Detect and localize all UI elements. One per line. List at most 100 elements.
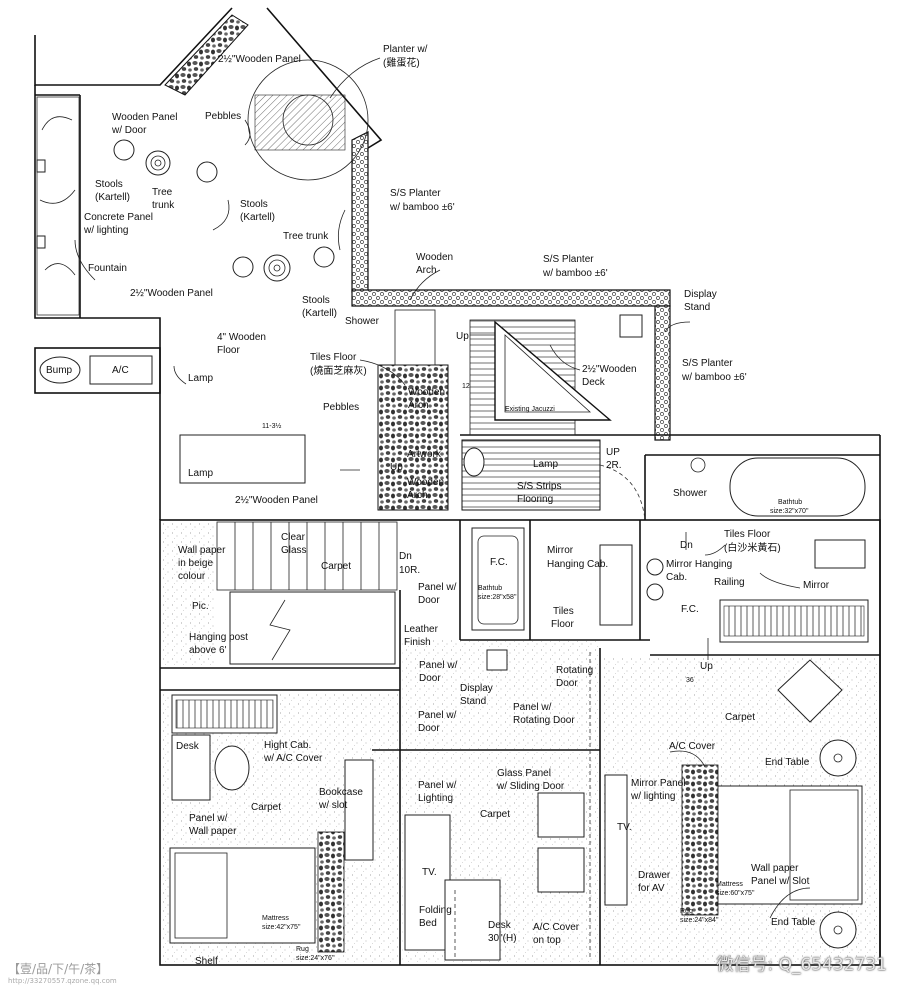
tv-unit-right	[604, 774, 628, 906]
label-up-2r: UP	[606, 447, 620, 458]
label-tiles-floor-right: Tiles Floor	[724, 529, 771, 540]
label-rug-right-2: size:24"x84"	[680, 917, 719, 924]
display-stand-top	[619, 314, 643, 338]
tree-trunk-1	[145, 150, 171, 176]
label-stools-2: Stools	[240, 199, 268, 210]
stool-4	[313, 246, 335, 268]
label-concrete-panel: Concrete Panel	[84, 212, 153, 223]
label-bathtub-left: Bathtub	[478, 585, 502, 592]
label-up-mid: Up	[390, 462, 403, 473]
label-wall-paper-3: colour	[178, 571, 206, 582]
label-dn-stairs: Dn	[399, 551, 412, 562]
label-planter-cn: (雞蛋花)	[383, 56, 420, 69]
label-wooden-panel-door-2: w/ Door	[111, 125, 147, 136]
label-ac: A/C	[112, 365, 129, 376]
label-stools-3b: (Kartell)	[302, 308, 337, 319]
label-mirror-hanging-2b: Cab.	[666, 572, 687, 583]
label-bookcase-2: w/ slot	[318, 800, 348, 811]
label-carpet-right: Carpet	[725, 712, 755, 723]
lamp-bench	[179, 434, 306, 484]
label-folding-bed: Folding	[419, 905, 452, 916]
label-wooden-arch-low: Wooden	[407, 477, 444, 488]
label-clear-glass-2: Glass	[281, 545, 307, 556]
label-ac-cover-2b: on top	[533, 935, 561, 946]
label-panel-door-2: Panel w/	[419, 660, 458, 671]
label-ss-planter-right: S/S Planter	[682, 358, 733, 369]
label-hight-cab: Hight Cab.	[264, 740, 311, 751]
label-wooden-deck-2: Deck	[582, 377, 606, 388]
label-rotating-door: Rotating	[556, 665, 593, 676]
label-wooden-panel-door: Wooden Panel	[112, 112, 177, 123]
label-railing: Railing	[714, 577, 745, 588]
label-tiles-small: Tiles	[553, 606, 574, 617]
label-rug-left: Rug	[296, 946, 309, 953]
label-artwork: Artwork	[407, 449, 442, 460]
label-tv-mid: TV.	[422, 867, 437, 878]
label-rug-left-2: size:24"x76"	[296, 955, 335, 962]
label-wood-floor-2: Floor	[217, 345, 240, 356]
label-tiles-small-2: Floor	[551, 619, 574, 630]
label-display-stand-top-2: Stand	[684, 302, 710, 313]
label-ss-planter-left-2: w/ bamboo ±6'	[389, 202, 455, 213]
label-panel-door-1: Panel w/	[418, 582, 457, 593]
label-panel-rot: Panel w/	[513, 702, 552, 713]
leader-arrows	[74, 57, 811, 919]
label-mattress-right: Mattress	[716, 881, 743, 888]
end-table-top	[819, 739, 857, 777]
label-tree-trunk-1: Tree	[152, 187, 173, 198]
label-concrete-panel-2: w/ lighting	[83, 225, 128, 236]
rug-right	[681, 764, 719, 916]
bump-fixture	[39, 356, 81, 384]
label-drawer-2: for AV	[638, 883, 665, 894]
label-mirror-right: Mirror	[803, 580, 830, 591]
label-leather: Leather	[404, 624, 439, 635]
ss-planter-right	[654, 305, 671, 441]
planter-circle	[247, 59, 369, 181]
wooden-panel-top	[164, 14, 249, 96]
label-ss-planter-left: S/S Planter	[390, 188, 441, 199]
label-stools-3: Stools	[302, 295, 330, 306]
stool-1	[113, 139, 135, 161]
chair-1	[537, 792, 585, 838]
label-hanging-post: Hanging post	[189, 632, 248, 643]
label-wood-floor: 4" Wooden	[217, 332, 266, 343]
label-stools-1b: (Kartell)	[95, 192, 130, 203]
label-desk-left: Desk	[176, 741, 200, 752]
dimension-1: 11-3½	[262, 422, 281, 430]
label-panel-light: Panel w/	[418, 780, 457, 791]
label-stools-2b: (Kartell)	[240, 212, 275, 223]
label-fc-right: F.C.	[681, 604, 699, 615]
label-panel-door-2b: Door	[419, 673, 441, 684]
mirror-cab-left	[599, 544, 633, 626]
tree-trunk-2	[263, 254, 291, 282]
label-wall-paper-right-2: Panel w/ Slot	[751, 876, 810, 887]
armchair	[777, 659, 843, 723]
label-wooden-arch-top: Wooden	[416, 252, 453, 263]
label-panel-door-3b: Door	[418, 723, 440, 734]
label-carpet-stairs: Carpet	[321, 561, 351, 572]
label-glass-panel-2: w/ Sliding Door	[496, 781, 565, 792]
bed-left	[169, 847, 316, 944]
rug-left	[317, 831, 345, 953]
label-desk-mid: Desk	[488, 920, 512, 931]
label-leather-2: Finish	[404, 637, 431, 648]
label-wooden-arch-top-2: Arch	[416, 265, 437, 276]
label-glass-panel: Glass Panel	[497, 768, 551, 779]
label-wooden-panel-top: 2½"Wooden Panel	[218, 54, 301, 65]
label-panel-wall: Panel w/	[189, 813, 228, 824]
label-wooden-deck: 2½"Wooden	[582, 364, 637, 375]
pebbles-strip	[377, 364, 449, 511]
label-hanging-post-2: above 6'	[189, 645, 227, 656]
label-mirror-panel: Mirror Panel	[631, 778, 685, 789]
labels: 2½"Wooden Panel Planter w/ (雞蛋花) Wooden …	[46, 44, 830, 967]
ac-unit	[89, 355, 153, 385]
label-fountain: Fountain	[88, 263, 127, 274]
label-clear-glass: Clear	[281, 532, 306, 543]
walls	[34, 7, 881, 966]
dimension-2: 12	[462, 383, 470, 390]
label-hight-cab-2: w/ A/C Cover	[263, 753, 323, 764]
label-mirror-hanging-2: Mirror Hanging	[666, 559, 732, 570]
chair-2	[537, 847, 585, 893]
label-dn-stairs-2: 10R.	[399, 565, 420, 576]
